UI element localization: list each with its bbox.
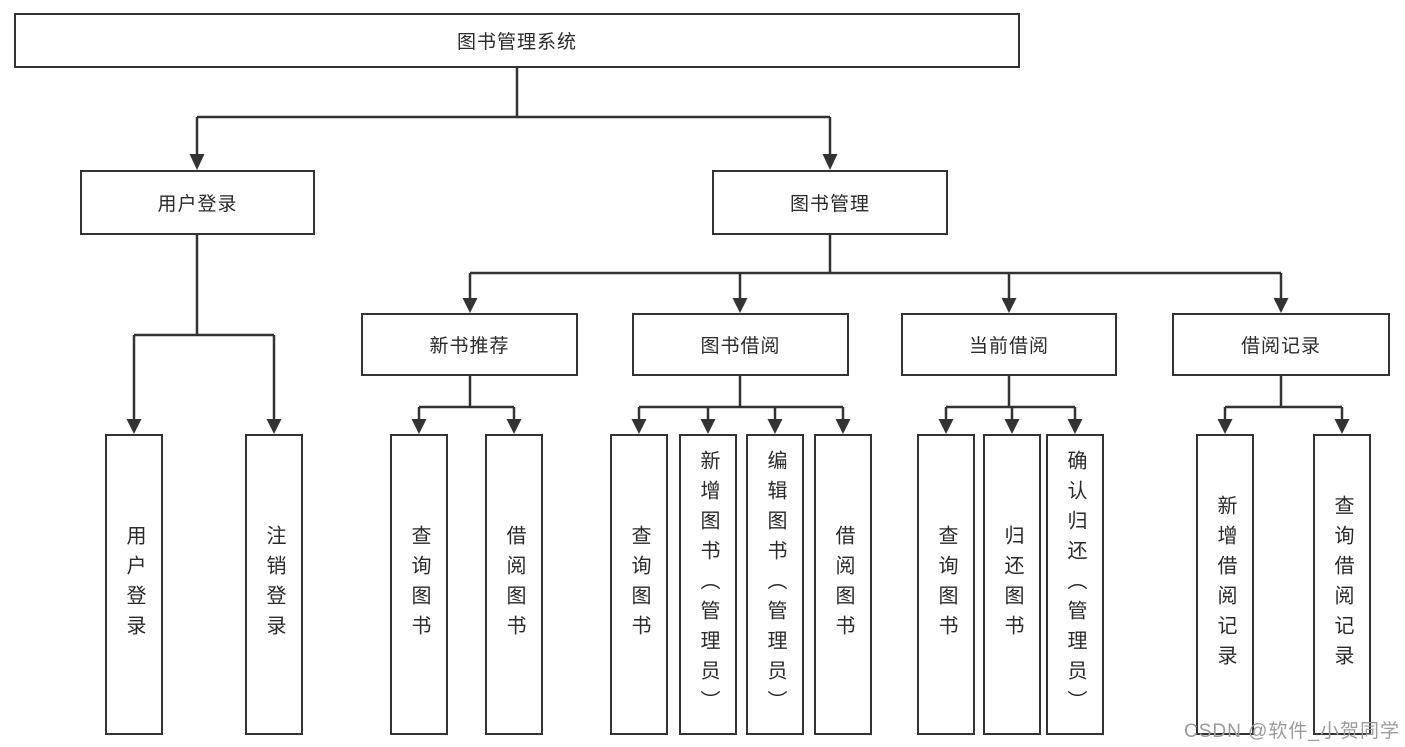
leaf-query-book-3-label: 查询图书 [935, 524, 957, 645]
leaf-confirm-return-admin-label: 确认归还（管理员） [1064, 449, 1086, 720]
leaf-add-borrow-record-label: 新增借阅记录 [1214, 494, 1236, 675]
leaf-return-book: 归还图书 [983, 434, 1041, 735]
node-root-system: 图书管理系统 [14, 13, 1020, 68]
leaf-add-book-admin: 新增图书（管理员） [679, 434, 737, 735]
leaf-confirm-return-admin: 确认归还（管理员） [1046, 434, 1104, 735]
leaf-query-book-2: 查询图书 [610, 434, 668, 735]
leaf-query-borrow-record-label: 查询借阅记录 [1331, 494, 1353, 675]
leaf-add-book-admin-label: 新增图书（管理员） [697, 449, 719, 720]
leaf-add-borrow-record: 新增借阅记录 [1196, 434, 1254, 735]
leaf-borrow-book-1-label: 借阅图书 [503, 524, 525, 645]
node-book-borrow-label: 图书借阅 [700, 336, 781, 357]
leaf-query-book-3: 查询图书 [917, 434, 975, 735]
node-borrow-record: 借阅记录 [1172, 313, 1390, 376]
leaf-logout-label: 注销登录 [263, 524, 285, 645]
node-current-borrow: 当前借阅 [901, 313, 1117, 376]
node-book-management: 图书管理 [712, 170, 948, 235]
node-new-book-recommend: 新书推荐 [361, 313, 578, 376]
leaf-query-book-2-label: 查询图书 [628, 524, 650, 645]
leaf-user-login-label: 用户登录 [123, 524, 145, 645]
node-book-borrow: 图书借阅 [632, 313, 849, 376]
leaf-return-book-label: 归还图书 [1001, 524, 1023, 645]
leaf-user-login: 用户登录 [105, 434, 163, 735]
node-borrow-record-label: 借阅记录 [1240, 336, 1321, 357]
csdn-watermark: CSDN @软件_小贺同学 [1184, 721, 1400, 742]
leaf-logout: 注销登录 [245, 434, 303, 735]
node-book-management-label: 图书管理 [789, 194, 870, 215]
node-user-login: 用户登录 [80, 170, 315, 235]
leaf-borrow-book-2: 借阅图书 [814, 434, 872, 735]
node-user-login-label: 用户登录 [157, 194, 238, 215]
leaf-edit-book-admin-label: 编辑图书（管理员） [764, 449, 786, 720]
leaf-borrow-book-2-label: 借阅图书 [832, 524, 854, 645]
leaf-borrow-book-1: 借阅图书 [485, 434, 543, 735]
leaf-edit-book-admin: 编辑图书（管理员） [746, 434, 804, 735]
leaf-query-book-1-label: 查询图书 [408, 524, 430, 645]
node-root-label: 图书管理系统 [456, 32, 577, 53]
node-current-borrow-label: 当前借阅 [968, 336, 1049, 357]
leaf-query-book-1: 查询图书 [390, 434, 448, 735]
leaf-query-borrow-record: 查询借阅记录 [1313, 434, 1371, 735]
node-new-book-recommend-label: 新书推荐 [429, 336, 510, 357]
